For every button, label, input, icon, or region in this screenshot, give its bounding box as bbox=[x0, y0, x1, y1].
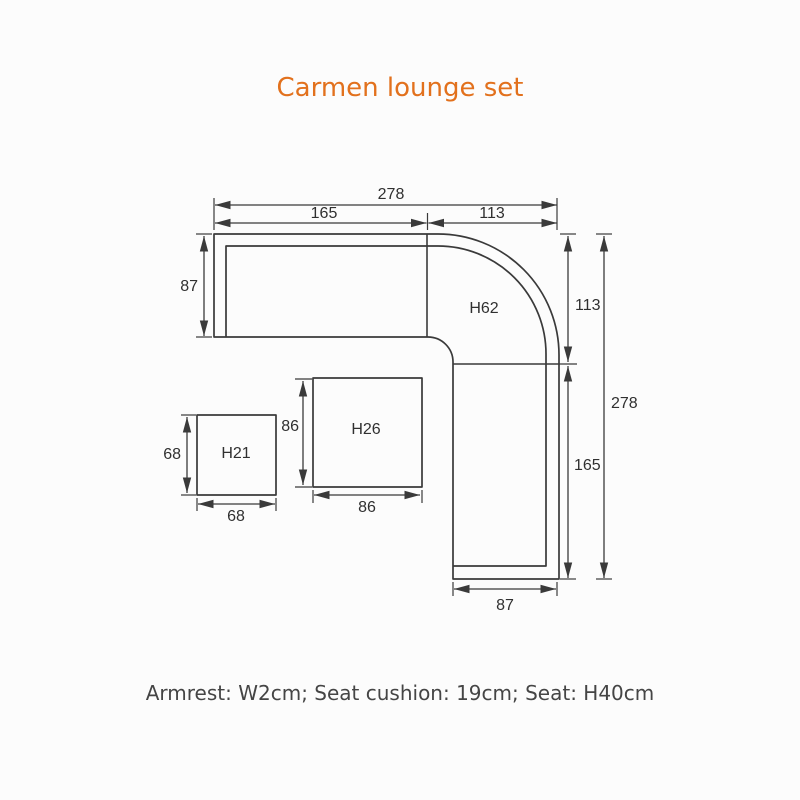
sofa-backrest-inner-line bbox=[225, 245, 547, 567]
dim-label-side-table-height: 68 bbox=[163, 446, 181, 463]
extension-ticks bbox=[181, 198, 612, 596]
sofa-outline-group bbox=[213, 233, 560, 580]
sofa-corner-label: H62 bbox=[469, 300, 498, 317]
dim-label-right-lower-section: 165 bbox=[574, 457, 601, 474]
dim-label-right-upper-section: 113 bbox=[575, 297, 601, 314]
page-title: Carmen lounge set bbox=[277, 73, 524, 103]
side-table-label: H21 bbox=[221, 445, 250, 462]
dim-label-bottom-depth: 87 bbox=[496, 597, 514, 614]
dim-label-coffee-table-width: 86 bbox=[358, 499, 376, 516]
dimension-lines bbox=[182, 200, 609, 594]
dim-label-right-total: 278 bbox=[611, 395, 638, 412]
dim-label-top-left-section: 165 bbox=[311, 205, 338, 222]
side-table-outline bbox=[196, 414, 277, 496]
dim-label-top-total: 278 bbox=[378, 186, 405, 203]
sofa-outer-outline bbox=[213, 233, 560, 580]
part-labels: H62 H21 H26 bbox=[221, 300, 498, 462]
dim-label-top-right-section: 113 bbox=[479, 205, 505, 222]
coffee-table-label: H26 bbox=[351, 421, 380, 438]
dim-label-side-table-width: 68 bbox=[227, 508, 245, 525]
dim-label-coffee-table-height: 86 bbox=[281, 418, 299, 435]
dimension-labels: 278 165 113 87 113 165 278 87 68 68 86 8… bbox=[163, 186, 638, 614]
spec-note: Armrest: W2cm; Seat cushion: 19cm; Seat:… bbox=[146, 681, 655, 705]
coffee-table-outline bbox=[312, 377, 423, 488]
dim-label-left-depth: 87 bbox=[180, 278, 198, 295]
